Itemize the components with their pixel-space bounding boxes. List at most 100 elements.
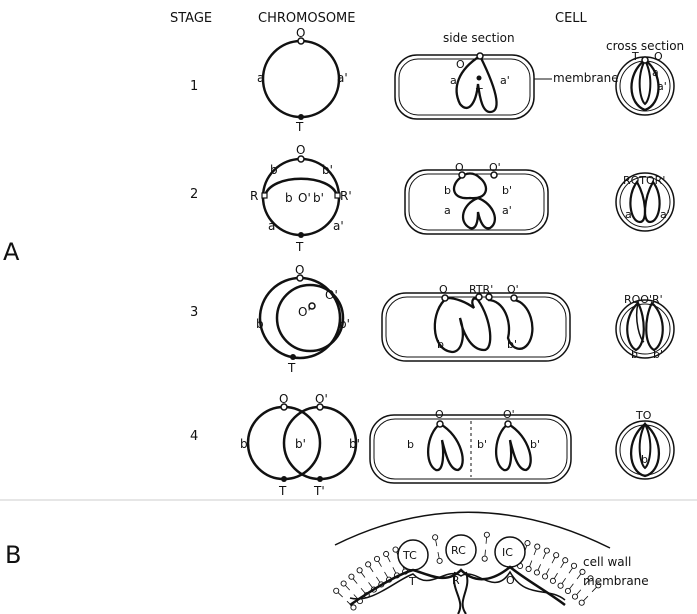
svg-text:R': R' xyxy=(340,189,352,203)
lipid-head xyxy=(558,583,563,588)
header-chromosome: CHROMOSOME xyxy=(258,11,355,26)
stage3-cell-side: O RTR' O' b b' xyxy=(382,283,570,361)
lipid-head xyxy=(334,588,339,593)
svg-text:a: a xyxy=(652,66,659,79)
svg-text:b': b' xyxy=(322,163,333,177)
lipid-head xyxy=(357,568,362,573)
svg-text:T: T xyxy=(631,50,639,63)
svg-text:TO: TO xyxy=(635,409,652,422)
stage3-chromosome: O O' O' b b' T xyxy=(256,263,350,375)
svg-text:R: R xyxy=(250,189,258,203)
svg-text:O: O xyxy=(506,574,515,587)
stage4-cell-side: O O' b b' b' xyxy=(370,408,571,483)
stage4-cell-cross: TO b xyxy=(616,409,674,479)
svg-text:a': a' xyxy=(500,74,510,87)
lipid-head xyxy=(565,588,570,593)
lipid-head xyxy=(366,562,371,567)
svg-text:b: b xyxy=(444,184,451,197)
stage-number-2: 2 xyxy=(190,187,198,202)
svg-text:T: T xyxy=(295,120,304,134)
svg-text:b': b' xyxy=(295,437,306,451)
lipid-head xyxy=(563,558,568,563)
svg-text:R: R xyxy=(452,574,460,587)
svg-text:b': b' xyxy=(313,191,324,205)
svg-text:a: a xyxy=(257,71,264,85)
lipid-head xyxy=(484,532,489,537)
svg-text:T: T xyxy=(408,575,416,588)
stage2-cell-cross: ROTOR' a a' xyxy=(616,173,674,231)
lipid-head xyxy=(571,563,576,568)
svg-text:O: O xyxy=(279,392,288,406)
lipid-head xyxy=(526,566,531,571)
lipid-head xyxy=(535,544,540,549)
svg-text:a': a' xyxy=(657,80,667,93)
svg-text:O: O xyxy=(456,58,465,71)
stage-number-1: 1 xyxy=(190,79,198,94)
lipid-head xyxy=(437,558,442,563)
stage-number-4: 4 xyxy=(190,429,198,444)
svg-text:a: a xyxy=(444,204,451,217)
panel-b-membrane-diagram: TC RC IC T R O cell wall membrane xyxy=(334,512,649,614)
svg-text:RTR': RTR' xyxy=(469,283,493,296)
svg-text:b: b xyxy=(437,338,444,351)
lipid-head xyxy=(542,574,547,579)
svg-text:b': b' xyxy=(507,338,517,351)
label-cell-wall: cell wall xyxy=(583,555,631,569)
svg-text:O: O xyxy=(296,143,305,157)
lipid-head xyxy=(482,556,487,561)
lipid-head xyxy=(384,551,389,556)
svg-text:b: b xyxy=(407,438,414,451)
svg-text:b: b xyxy=(270,163,278,177)
svg-text:b: b xyxy=(285,191,293,205)
panel-label-a: A xyxy=(3,238,20,266)
stage2-cell-side: O O' b b' a a' xyxy=(405,161,548,234)
lipid-head xyxy=(550,578,555,583)
svg-text:b': b' xyxy=(502,184,512,197)
svg-text:O: O xyxy=(296,26,305,40)
svg-text:O': O' xyxy=(298,191,311,205)
svg-text:b: b xyxy=(641,453,648,466)
svg-text:O: O xyxy=(654,50,663,63)
label-cross-section: cross section xyxy=(606,39,684,53)
stage1-cell-cross: T O a a' xyxy=(616,50,674,115)
svg-text:T': T' xyxy=(313,484,325,498)
label-membrane-b: membrane xyxy=(583,574,649,588)
svg-text:RC: RC xyxy=(451,544,466,557)
lipid-head xyxy=(433,535,438,540)
lipid-head xyxy=(572,594,577,599)
svg-text:T: T xyxy=(295,240,304,254)
lipid-head xyxy=(525,541,530,546)
svg-text:O': O' xyxy=(298,305,311,319)
svg-text:T: T xyxy=(278,484,287,498)
header-cell: CELL xyxy=(555,11,588,26)
svg-text:b: b xyxy=(240,437,248,451)
svg-text:b': b' xyxy=(339,317,350,331)
lipid-head xyxy=(349,574,354,579)
svg-text:O: O xyxy=(455,161,464,174)
lipid-head xyxy=(554,553,559,558)
svg-text:b': b' xyxy=(653,348,663,361)
header-stage: STAGE xyxy=(170,11,212,26)
lipid-head xyxy=(534,570,539,575)
stage3-cell-cross: ROO'R' b b' xyxy=(616,293,674,361)
svg-text:O': O' xyxy=(315,392,328,406)
svg-text:b: b xyxy=(631,348,638,361)
svg-text:a: a xyxy=(450,74,457,87)
svg-text:a: a xyxy=(268,219,275,233)
svg-text:O': O' xyxy=(507,283,519,296)
svg-text:a': a' xyxy=(337,71,348,85)
svg-text:T: T xyxy=(475,86,483,99)
panel-label-b: B xyxy=(5,541,21,569)
svg-text:a': a' xyxy=(502,204,512,217)
svg-text:a: a xyxy=(625,208,632,221)
svg-text:T: T xyxy=(287,361,296,375)
svg-text:a': a' xyxy=(333,219,344,233)
lipid-head xyxy=(393,547,398,552)
svg-text:b': b' xyxy=(477,438,487,451)
stage4-chromosome: O O' b b' b' T T' xyxy=(240,392,360,498)
lipid-head xyxy=(351,605,356,610)
lipid-head xyxy=(544,548,549,553)
svg-text:ROTOR': ROTOR' xyxy=(623,174,665,187)
svg-text:b': b' xyxy=(349,437,360,451)
